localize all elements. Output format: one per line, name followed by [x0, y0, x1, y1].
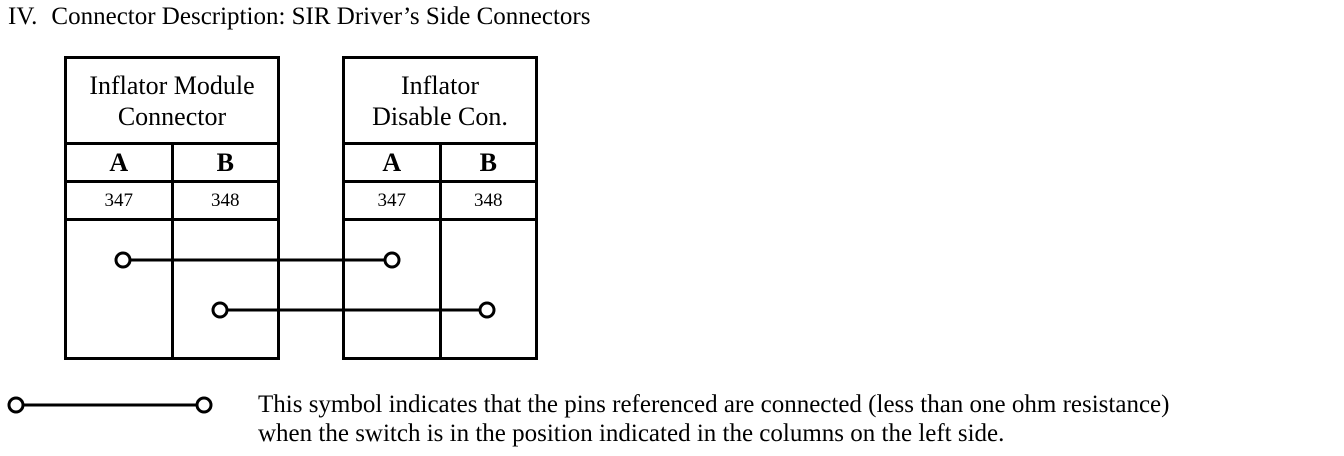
connector-title: Inflator Disable Con.: [345, 59, 535, 145]
connection-area: [67, 221, 277, 357]
section-heading: IV. Connector Description: SIR Driver’s S…: [8, 3, 590, 31]
connection-area: [345, 221, 535, 357]
wire-number-b: 348: [170, 183, 278, 218]
inflator-disable-connector: Inflator Disable Con. A B 347 348: [342, 56, 538, 360]
pin-row: A B: [67, 145, 277, 183]
legend-description: This symbol indicates that the pins refe…: [258, 390, 1169, 448]
connector-title-line2: Connector: [117, 101, 227, 131]
pin-label-a: A: [382, 147, 402, 177]
connector-title: Inflator Module Connector: [67, 59, 277, 145]
wire-number-b: 348: [438, 183, 536, 218]
legend-symbol: [7, 396, 213, 414]
wire-number-a: 347: [104, 189, 134, 211]
pin-label-a: A: [109, 147, 129, 177]
column-b: [438, 221, 536, 357]
section-number: IV.: [8, 3, 38, 30]
wire-row: 347 348: [67, 183, 277, 221]
connector-title-line2: Disable Con.: [372, 101, 508, 131]
section-title: Connector Description: SIR Driver’s Side…: [51, 3, 591, 30]
column-a: [345, 221, 439, 357]
pin-label-b: B: [170, 145, 278, 180]
legend-line1: This symbol indicates that the pins refe…: [258, 391, 1170, 418]
pin-label-b: B: [438, 145, 536, 180]
inflator-module-connector: Inflator Module Connector A B 347 348: [64, 56, 280, 360]
wire-row: 347 348: [345, 183, 535, 221]
connector-title-line1: Inflator Module: [89, 70, 255, 100]
column-a: [67, 221, 171, 357]
column-b: [170, 221, 278, 357]
pin-row: A B: [345, 145, 535, 183]
connector-title-line1: Inflator: [401, 70, 479, 100]
legend-line2: when the switch is in the position indic…: [258, 420, 1005, 447]
wire-number-a: 347: [377, 189, 407, 211]
